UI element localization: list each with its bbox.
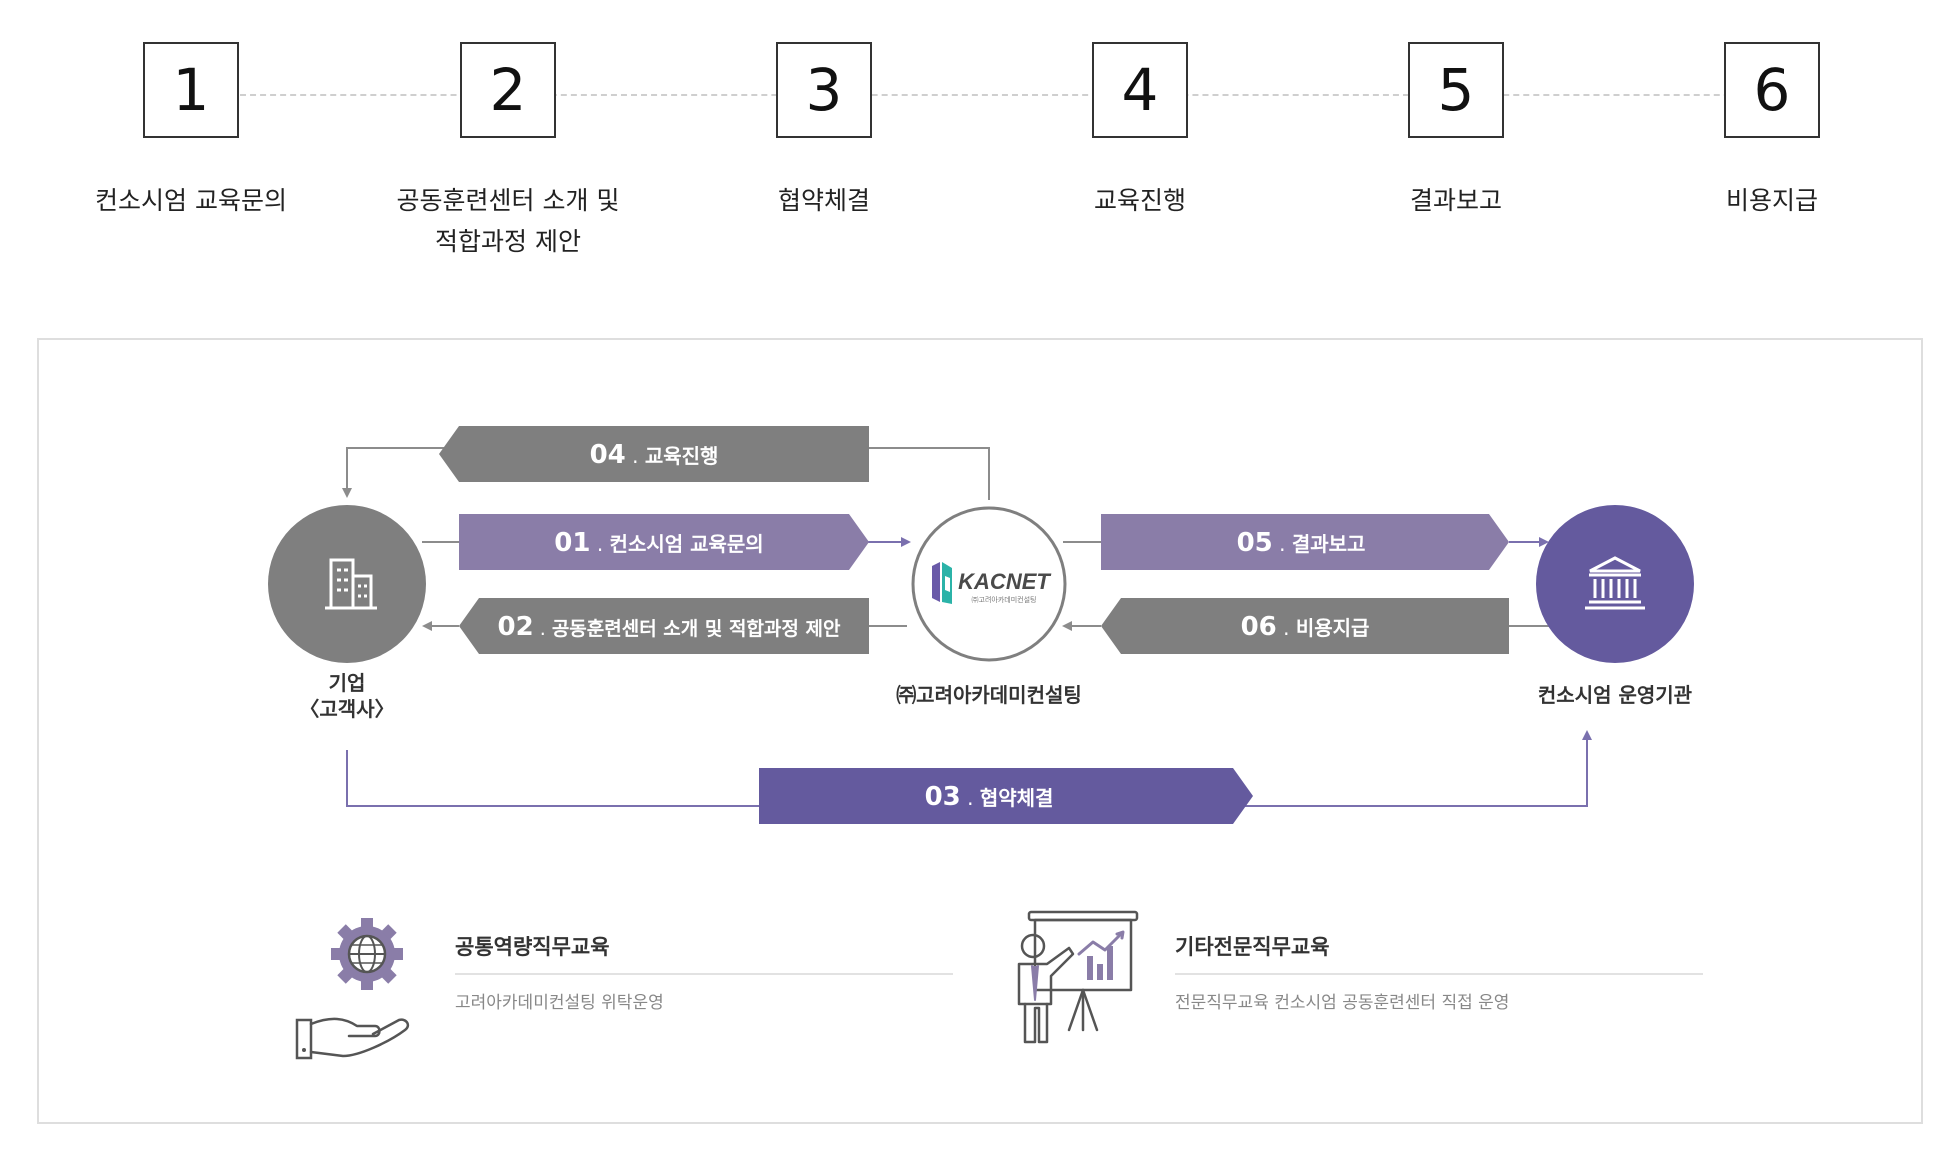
kacnet-caption: ㈜고려아카데미컨설팅: [896, 683, 1082, 707]
process-steps: 1 컨소시엄 교육문의 2 공동훈련센터 소개 및 적합과정 제안 3 협약체결…: [0, 0, 1954, 300]
company-caption-line2: 〈고객사〉: [299, 697, 394, 721]
step-3: 3 협약체결: [674, 42, 974, 221]
presenter-chart-icon: [1017, 910, 1139, 1044]
step-1: 1 컨소시엄 교육문의: [41, 42, 341, 221]
step-connector-line: [240, 94, 1810, 96]
flow-03-label: 03 . 협약체결: [925, 782, 1054, 812]
kacnet-logo-text: KACNET: [958, 569, 1051, 594]
step-6: 6 비용지급: [1622, 42, 1922, 221]
step-number-box: 2: [460, 42, 556, 138]
flow-06-banner: 06 . 비용지급: [1101, 598, 1509, 654]
step-number-box: 1: [143, 42, 239, 138]
company-caption-line1: 기업: [329, 671, 366, 695]
flow-06-label: 06 . 비용지급: [1241, 612, 1370, 642]
step-number-box: 6: [1724, 42, 1820, 138]
flow-04-banner: 04 . 교육진행: [439, 426, 869, 482]
flow-02-label: 02 . 공동훈련센터 소개 및 적합과정 제안: [498, 612, 841, 642]
step-label: 협약체결: [777, 186, 870, 215]
kacnet-node: KACNET ㈜고려아카데미컨설팅 ㈜고려아카데미컨설팅: [896, 506, 1082, 707]
operator-node: 컨소시엄 운영기관: [1536, 505, 1694, 707]
step-label: 교육진행: [1093, 186, 1186, 215]
step-number-box: 5: [1408, 42, 1504, 138]
step-number-box: 3: [776, 42, 872, 138]
step-label: 컨소시엄 교육문의: [95, 186, 287, 215]
flow-02-banner: 02 . 공동훈련센터 소개 및 적합과정 제안: [459, 598, 869, 654]
education-1-title: 공통역량직무교육: [455, 935, 610, 959]
building-icon: [325, 558, 377, 610]
flow-05-banner: 05 . 결과보고: [1101, 514, 1509, 570]
flow-03-banner: 03 . 협약체결: [759, 768, 1253, 824]
education-1-subtitle: 고려아카데미컨설팅 위탁운영: [455, 993, 664, 1013]
step-label: 공동훈련센터 소개 및 적합과정 제안: [396, 186, 620, 256]
kacnet-logo-sub: ㈜고려아카데미컨설팅: [972, 595, 1037, 604]
hand-gear-globe-icon: [295, 918, 410, 1060]
flow-diagram-panel: 04 . 교육진행 01 . 컨소시엄 교육문의 02 . 공동훈련센터 소개 …: [37, 338, 1923, 1124]
step-label: 비용지급: [1725, 186, 1818, 215]
flow-05-label: 05 . 결과보고: [1237, 528, 1366, 558]
step-number-box: 4: [1092, 42, 1188, 138]
flow-04-label: 04 . 교육진행: [590, 440, 719, 470]
institution-icon: [1585, 556, 1645, 610]
step-label: 결과보고: [1409, 186, 1502, 215]
education-2-subtitle: 전문직무교육 컨소시엄 공동훈련센터 직접 운영: [1175, 993, 1509, 1013]
step-4: 4 교육진행: [990, 42, 1290, 221]
flow-01-banner: 01 . 컨소시엄 교육문의: [459, 514, 869, 570]
step-5: 5 결과보고: [1306, 42, 1606, 221]
education-2-title: 기타전문직무교육: [1175, 935, 1330, 959]
flow-diagram: 04 . 교육진행 01 . 컨소시엄 교육문의 02 . 공동훈련센터 소개 …: [268, 426, 1703, 1060]
operator-caption: 컨소시엄 운영기관: [1538, 683, 1693, 707]
company-node: 기업 〈고객사〉: [268, 505, 426, 721]
kacnet-logo-icon: [932, 562, 952, 604]
flow-01-label: 01 . 컨소시엄 교육문의: [554, 528, 763, 558]
step-2: 2 공동훈련센터 소개 및 적합과정 제안: [358, 42, 658, 262]
